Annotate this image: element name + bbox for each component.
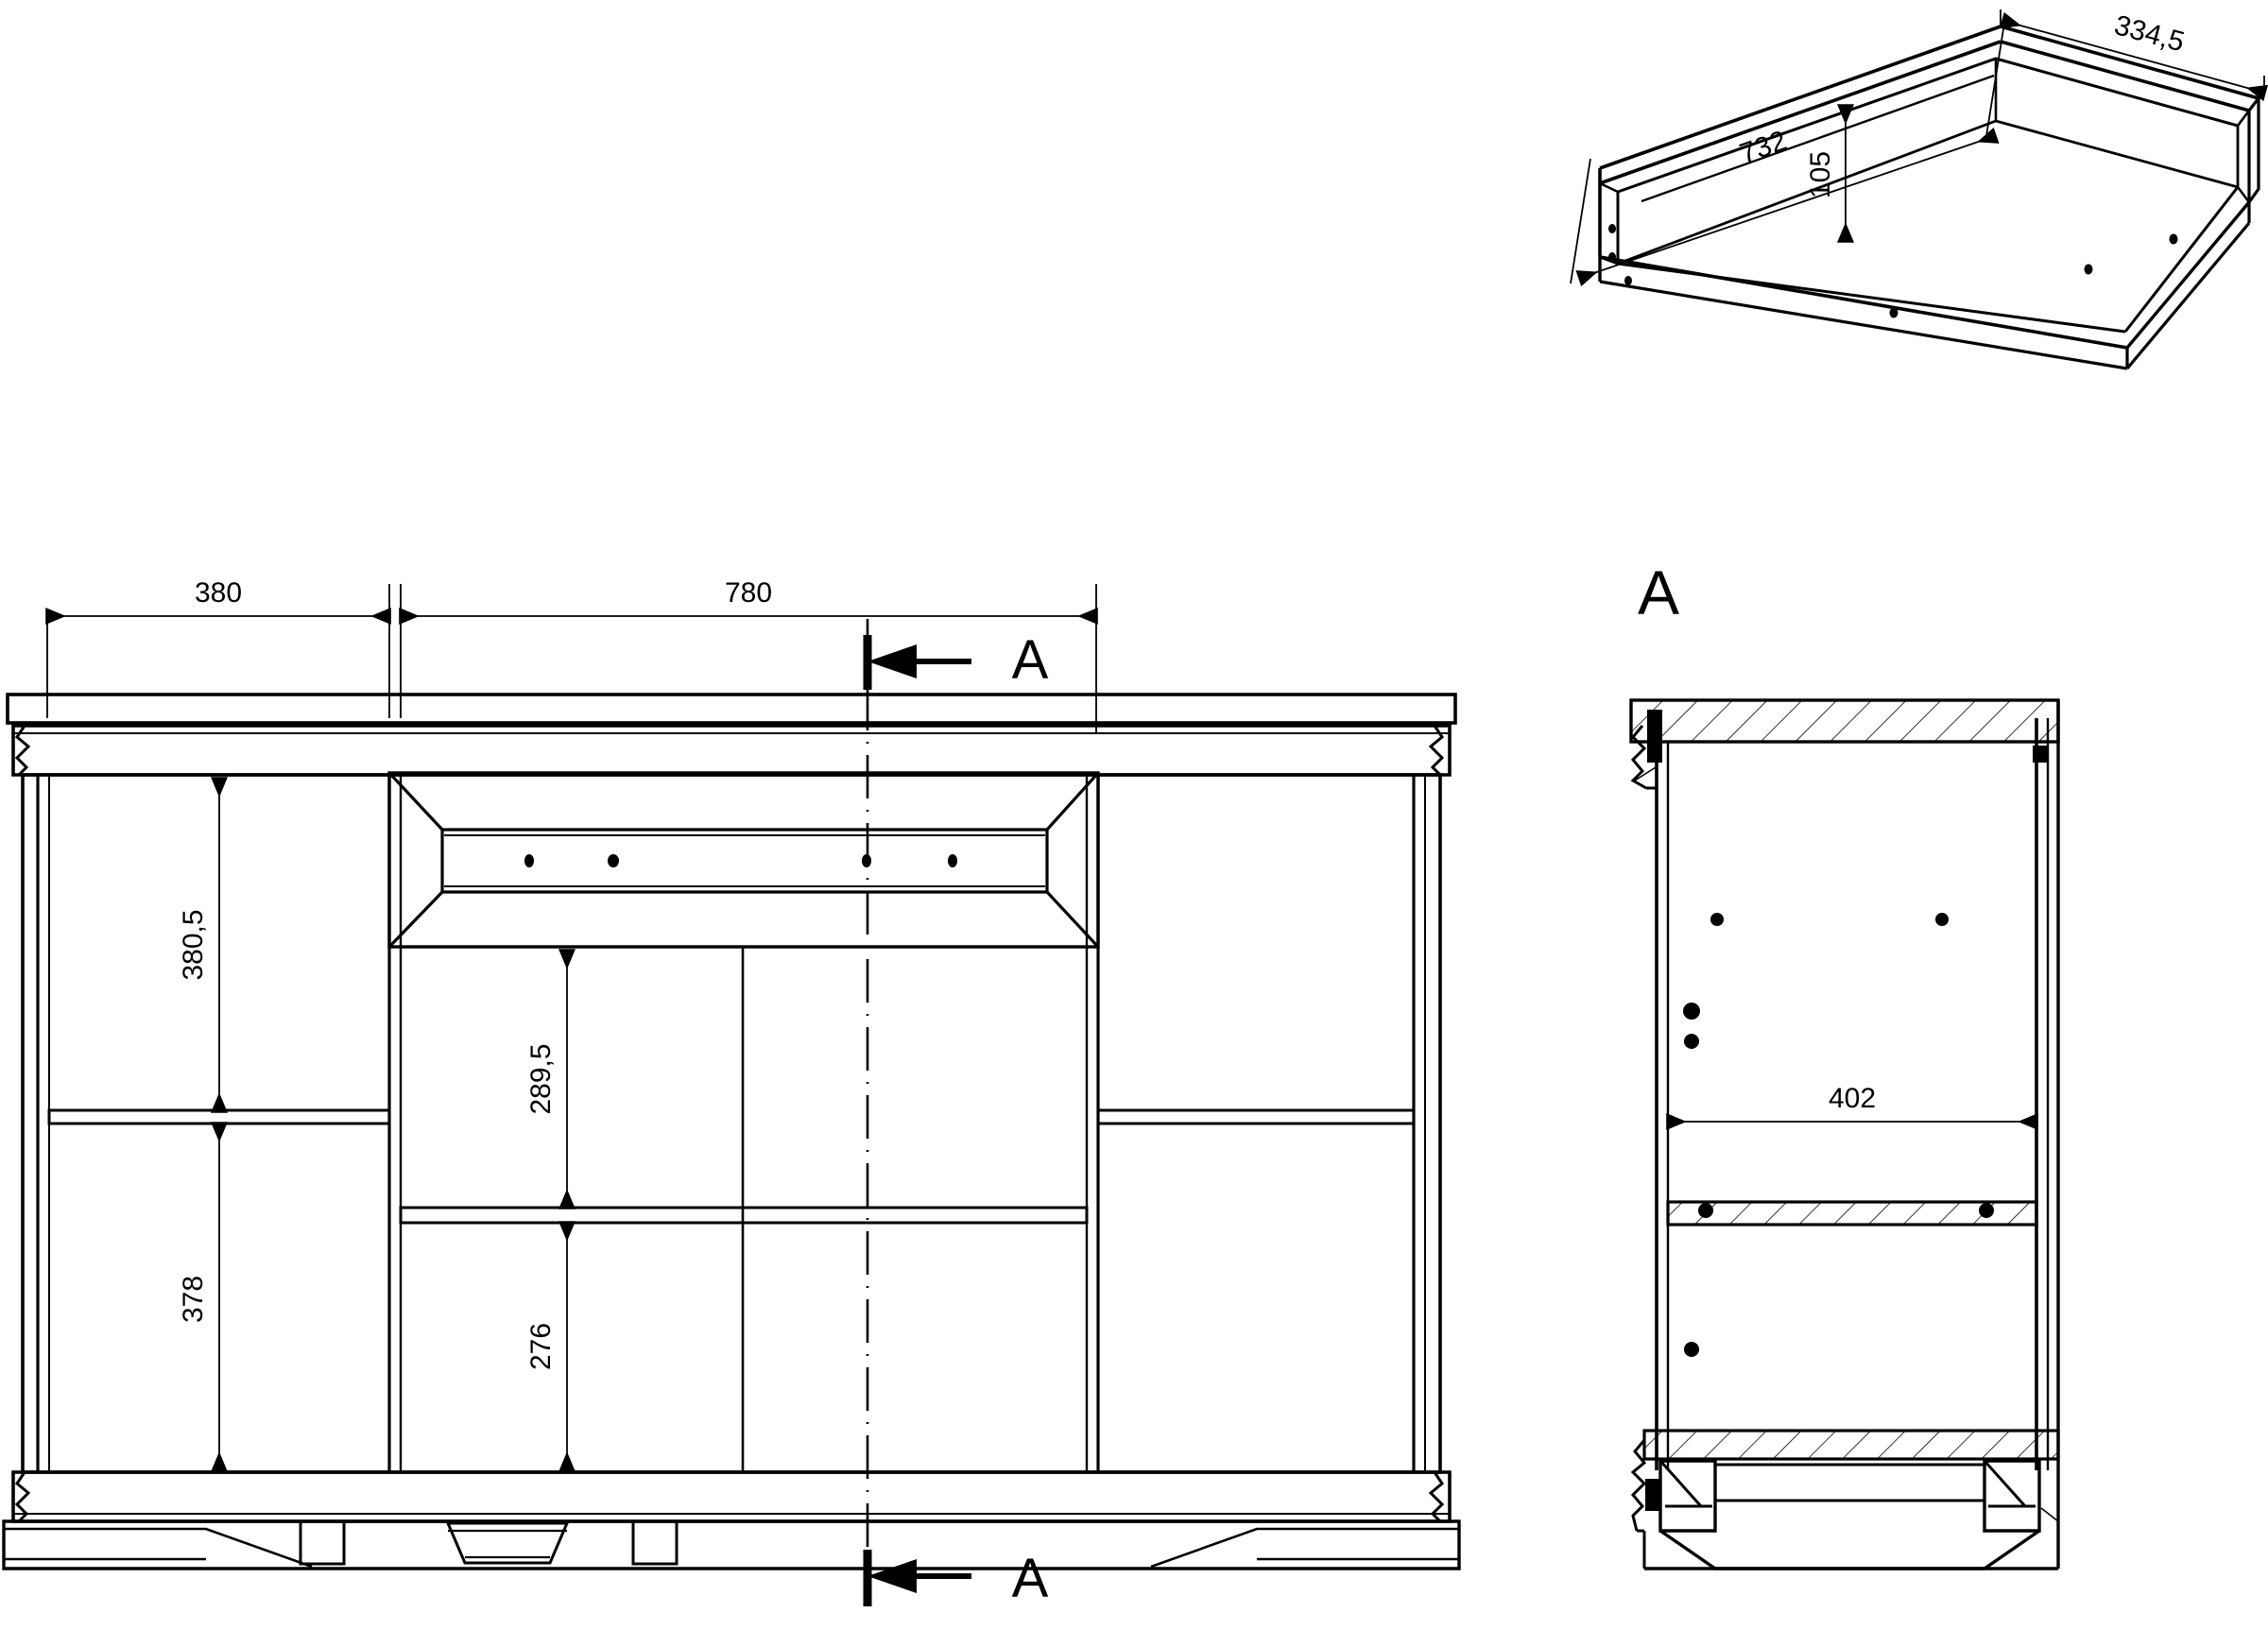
dowel-holes-drawer-front bbox=[1889, 233, 2178, 318]
dim-380-5-label: 380,5 bbox=[178, 909, 209, 980]
section-marker-bottom bbox=[863, 1550, 971, 1606]
section-view-label: A bbox=[1638, 558, 1679, 627]
section-marker-top bbox=[863, 635, 971, 690]
dim-drawer-depth-label: 334,5 bbox=[2111, 9, 2188, 58]
section-label-bottom: A bbox=[1012, 1548, 1049, 1609]
dim-780-label: 780 bbox=[725, 577, 772, 609]
section-a-a-view bbox=[1629, 698, 2060, 1570]
drawer-front-panel bbox=[387, 771, 1100, 949]
dim-276-label: 276 bbox=[525, 1323, 557, 1370]
dim-378-label: 378 bbox=[178, 1276, 209, 1323]
dim-402-label: 402 bbox=[1829, 1083, 1876, 1114]
drawer-isometric-view bbox=[1598, 25, 2260, 370]
section-label-top: A bbox=[1012, 629, 1049, 691]
front-plinth bbox=[2, 1470, 1461, 1570]
dim-380-label: 380 bbox=[195, 577, 242, 609]
dowel-holes-section bbox=[1683, 913, 1994, 1357]
section-plinth bbox=[1630, 1439, 2060, 1570]
dowel-holes-drawer-front-elev bbox=[524, 854, 957, 867]
dim-front-top-chain bbox=[45, 584, 1098, 732]
dim-drawer-height-label: 105 bbox=[1805, 151, 1836, 198]
front-elevation-body bbox=[6, 693, 1457, 1474]
dowel-holes-drawer bbox=[1608, 224, 1632, 285]
dim-289-5-label: 289,5 bbox=[525, 1043, 557, 1114]
dim-drawer-depth bbox=[1999, 9, 2268, 102]
